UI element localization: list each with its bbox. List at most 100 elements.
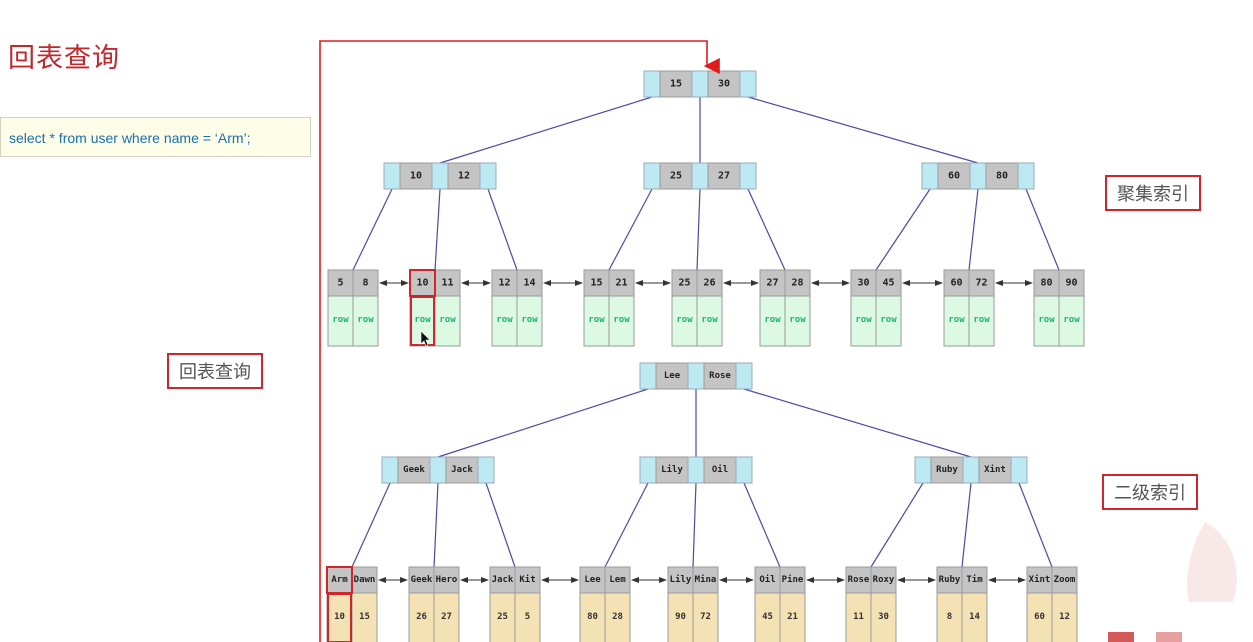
row-label: row: [701, 315, 718, 325]
secondary-edge: [961, 482, 972, 568]
key-label: 12: [458, 171, 470, 182]
primary-key-label: 25: [497, 612, 508, 622]
clustered-edge: [1025, 188, 1060, 271]
leaf-key-label: Arm: [331, 575, 348, 585]
leaf-key-cell: [489, 566, 516, 594]
leaf-key-label: Oil: [759, 574, 775, 585]
leaf-value-cell: [759, 295, 786, 347]
leaf-value-cell: [608, 295, 635, 347]
leaf-value-cell: [667, 592, 694, 642]
leaf-key-cell: [875, 269, 902, 297]
leaf-key-cell: [961, 566, 988, 594]
leaf-key-cell: [1051, 566, 1078, 594]
leaf-key-label: Rose: [848, 575, 870, 585]
row-label: row: [496, 315, 513, 325]
leaf-value-cell: [1058, 295, 1085, 347]
primary-key-label: 10: [334, 612, 345, 622]
leaf-value-cell: [352, 295, 379, 347]
clustered-index-label: 聚集索引: [1105, 175, 1201, 211]
sql-query-box: select * from user where name = ‘Arm’;: [0, 117, 311, 157]
highlight-value: [327, 593, 352, 642]
leaf-value-cell: [870, 592, 897, 642]
pointer-cell: [381, 456, 399, 484]
key-label: 60: [948, 171, 960, 182]
leaf-key-cell: [667, 566, 694, 594]
primary-key-label: 90: [675, 612, 686, 622]
pointer-cell: [962, 456, 980, 484]
leaf-key-label: Lily: [670, 574, 692, 585]
key-label: Lily: [661, 464, 683, 475]
clustered-edge: [696, 188, 701, 271]
pointer-cell: [739, 70, 757, 98]
leaf-key-label: Jack: [492, 575, 514, 585]
back-to-table-label: 回表查询: [167, 353, 263, 389]
secondary-edge: [743, 482, 781, 568]
row-label: row: [948, 315, 965, 325]
pointer-cell: [643, 162, 661, 190]
leaf-key-label: 8: [362, 278, 368, 289]
leaf-key-label: Kit: [519, 574, 535, 585]
leaf-key-cell: [936, 566, 963, 594]
leaf-key-label: 45: [882, 278, 894, 289]
leaf-key-label: 26: [703, 278, 715, 289]
mouse-cursor-icon: [420, 330, 431, 347]
leaf-key-label: Lem: [609, 575, 626, 585]
key-cell: [655, 456, 689, 484]
row-label: row: [357, 315, 374, 325]
secondary-edge: [1018, 482, 1053, 568]
leaf-value-cell: [434, 295, 461, 347]
key-label: Lee: [664, 371, 681, 381]
leaf-value-cell: [579, 592, 606, 642]
secondary-edge: [433, 482, 439, 568]
leaf-value-cell: [514, 592, 541, 642]
row-label: row: [332, 315, 349, 325]
leaf-key-cell: [1026, 566, 1053, 594]
primary-key-label: 45: [762, 612, 773, 622]
primary-key-label: 26: [416, 612, 427, 622]
leaf-value-cell: [516, 295, 543, 347]
pointer-cell: [639, 362, 657, 390]
leaf-key-label: Tim: [966, 574, 983, 585]
key-cell: [978, 456, 1012, 484]
leaf-value-cell: [433, 592, 460, 642]
leaf-key-label: 80: [1040, 278, 1052, 289]
pointer-cell: [639, 456, 657, 484]
row-label: row: [764, 315, 781, 325]
primary-key-label: 80: [587, 612, 598, 622]
key-cell: [937, 162, 971, 190]
primary-key-label: 60: [1034, 612, 1045, 622]
leaf-key-cell: [433, 566, 460, 594]
leaf-key-label: 12: [498, 278, 510, 289]
leaf-key-label: 27: [766, 278, 778, 289]
primary-key-label: 15: [359, 612, 370, 622]
key-cell: [659, 70, 693, 98]
leaf-value-cell: [671, 295, 698, 347]
primary-key-label: 12: [1059, 612, 1070, 622]
row-label: row: [880, 315, 897, 325]
leaf-key-cell: [845, 566, 872, 594]
pointer-cell: [735, 456, 753, 484]
leaf-key-label: 72: [975, 278, 987, 289]
leaf-value-cell: [408, 592, 435, 642]
page-title: 回表查询: [8, 43, 120, 74]
leaf-value-cell: [583, 295, 610, 347]
row-label: row: [521, 315, 538, 325]
key-label: 15: [670, 79, 682, 90]
leaf-key-cell: [434, 269, 461, 297]
row-label: row: [676, 315, 693, 325]
leaf-key-label: Zoom: [1054, 575, 1076, 585]
